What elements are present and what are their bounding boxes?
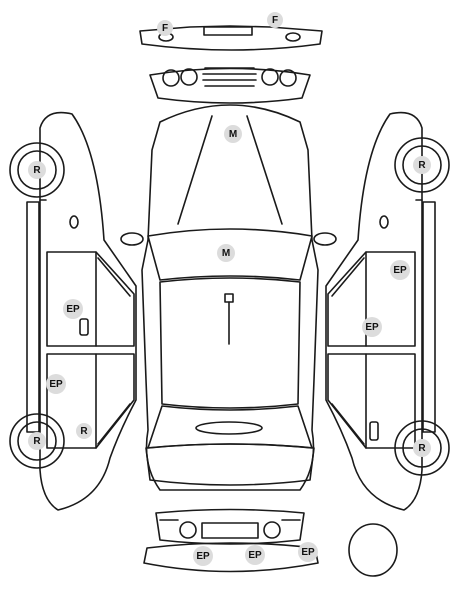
damage-marker-right-front-door-handle[interactable]: EP [362,317,382,337]
marker-code: R [33,436,41,447]
marker-badge-circle [193,546,213,566]
spare-tire[interactable] [348,523,398,577]
marker-code: R [418,443,426,454]
car-right-side[interactable] [325,111,450,511]
rear-bumper[interactable] [143,542,319,573]
marker-badge-circle [28,432,46,450]
marker-code: EP [49,379,63,390]
damage-marker-left-front-wheel[interactable]: R [28,161,46,179]
marker-code: EP [393,265,407,276]
damage-marker-right-front-door[interactable]: EP [390,260,410,280]
marker-code: F [162,23,168,34]
marker-code: F [272,15,278,26]
marker-badge-circle [46,374,66,394]
marker-badge-circle [390,260,410,280]
marker-badge-circle [267,12,283,28]
damage-marker-front-bumper-left[interactable]: F [157,20,173,36]
car-left-side[interactable] [9,111,137,511]
marker-code: R [80,426,88,437]
marker-badge-circle [217,244,235,262]
marker-badge-circle [245,545,265,565]
marker-badge-circle [63,299,83,319]
marker-badge-circle [413,439,431,457]
marker-code: R [418,160,426,171]
damage-marker-rear-bumper-left[interactable]: EP [193,546,213,566]
damage-markers: F F M M R R R R EP EP R EP EP EP EP EP [28,12,431,566]
marker-badge-circle [157,20,173,36]
marker-code: EP [301,547,315,558]
damage-marker-rear-bumper-right[interactable]: EP [298,542,318,562]
damage-marker-hood[interactable]: M [224,125,242,143]
damage-marker-front-bumper-right[interactable]: F [267,12,283,28]
marker-badge-circle [28,161,46,179]
marker-code: EP [66,304,80,315]
car-body-top[interactable] [120,104,337,491]
damage-marker-right-front-wheel[interactable]: R [413,156,431,174]
marker-code: EP [196,551,210,562]
damage-marker-left-rear-door-handle[interactable]: R [76,423,92,439]
marker-code: EP [248,550,262,561]
rear-panel[interactable] [155,508,305,545]
front-grille[interactable] [149,67,311,104]
marker-badge-circle [224,125,242,143]
damage-marker-left-rear-door[interactable]: EP [46,374,66,394]
damage-marker-windshield[interactable]: M [217,244,235,262]
marker-badge-circle [298,542,318,562]
marker-code: M [229,129,237,140]
marker-badge-circle [76,423,92,439]
damage-marker-left-rear-wheel[interactable]: R [28,432,46,450]
marker-badge-circle [362,317,382,337]
marker-code: R [33,165,41,176]
marker-code: EP [365,322,379,333]
damage-marker-left-front-door[interactable]: EP [63,299,83,319]
damage-marker-right-rear-wheel[interactable]: R [413,439,431,457]
marker-badge-circle [413,156,431,174]
marker-code: M [222,248,230,259]
damage-marker-rear-bumper-center[interactable]: EP [245,545,265,565]
